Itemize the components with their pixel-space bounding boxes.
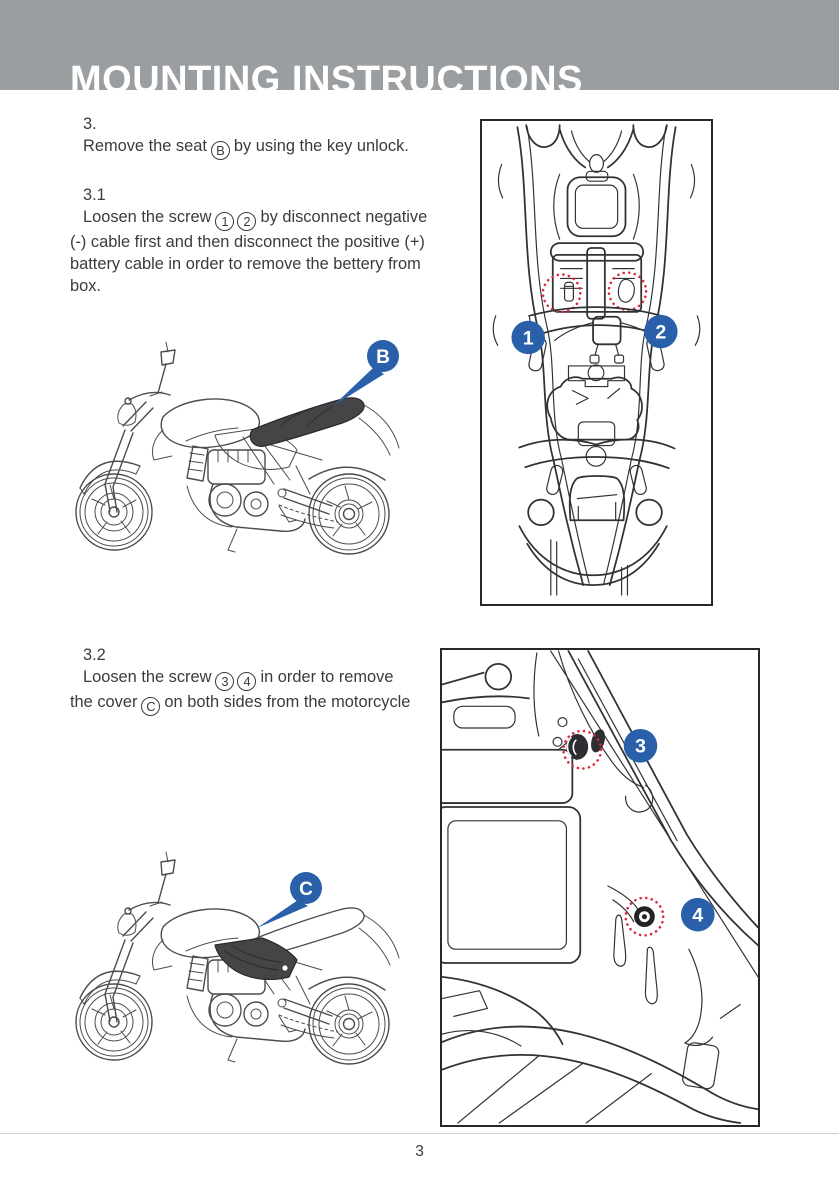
page-title: MOUNTING INSTRUCTIONS (70, 59, 583, 101)
figure-motorcycle-cover: C (66, 848, 410, 1086)
section-3-1-line-2: (-) cable first and then disconnect the … (70, 233, 425, 251)
instruction-text: Loosen the screw (83, 668, 212, 686)
red-dotted-marker-4 (624, 896, 665, 937)
section-3-2-number: 3.2 (83, 646, 106, 664)
motorcycle-illustration-c: C (75, 851, 400, 1065)
circled-number-3: 3 (215, 672, 235, 691)
cover-highlight (214, 937, 298, 981)
section-3-1-line-3: battery cable in order to remove the bet… (70, 255, 421, 273)
footer-divider (0, 1133, 839, 1134)
callout-badge-4: 4 (680, 897, 715, 932)
callout-4-label: 4 (692, 905, 703, 927)
section-3-number: 3. (83, 115, 97, 133)
seat-underside-illustration: 1 2 (492, 124, 701, 596)
instruction-text: in order to remove (260, 668, 394, 686)
callout-c-label: C (299, 879, 313, 900)
red-dotted-marker-3 (562, 729, 603, 770)
page-header: MOUNTING INSTRUCTIONS (0, 0, 839, 99)
callout-3-label: 3 (635, 736, 646, 758)
instruction-text: the cover (70, 693, 138, 711)
callout-badge-1: 1 (511, 320, 545, 355)
screw-1-icon (563, 281, 574, 302)
frame-closeup-illustration: 3 4 (442, 650, 758, 1124)
figure-frame-closeup: 3 4 (440, 648, 760, 1127)
instruction-text: Remove the seat (83, 137, 207, 155)
callout-2-label: 2 (655, 321, 666, 343)
callout-b-label: B (376, 347, 390, 368)
seat-highlight (249, 397, 365, 447)
circled-number-2: 2 (237, 212, 257, 231)
circled-number-4: 4 (237, 672, 257, 691)
figure-seat-underside: 1 2 (480, 119, 713, 606)
callout-balloon-c: C (257, 872, 322, 928)
callout-balloon-b: B (333, 340, 399, 406)
circled-number-1: 1 (215, 212, 235, 231)
screw-4-icon (634, 906, 655, 927)
cover-screw-dot (282, 965, 288, 971)
screw-2-icon (617, 278, 635, 303)
circled-letter-b: B (210, 141, 230, 160)
instruction-text: by using the key unlock. (233, 137, 409, 155)
red-dotted-marker-1 (541, 273, 582, 314)
callout-leader-line (333, 367, 384, 406)
callout-1-label: 1 (523, 327, 534, 349)
callout-badge-3: 3 (623, 729, 658, 763)
instruction-text: by disconnect negative (260, 208, 428, 226)
callout-badge-2: 2 (644, 314, 678, 349)
circled-letter-c: C (141, 697, 161, 716)
callout-leader-line (257, 900, 308, 928)
section-3-1-number: 3.1 (83, 186, 106, 204)
section-3-1-line-4: box. (70, 277, 101, 295)
page-number: 3 (415, 1143, 424, 1160)
figure-motorcycle-seat: B (66, 338, 410, 576)
instruction-text: on both sides from the motorcycle (164, 693, 411, 711)
motorcycle-illustration-b: B (75, 340, 400, 555)
instruction-text: Loosen the screw (83, 208, 212, 226)
